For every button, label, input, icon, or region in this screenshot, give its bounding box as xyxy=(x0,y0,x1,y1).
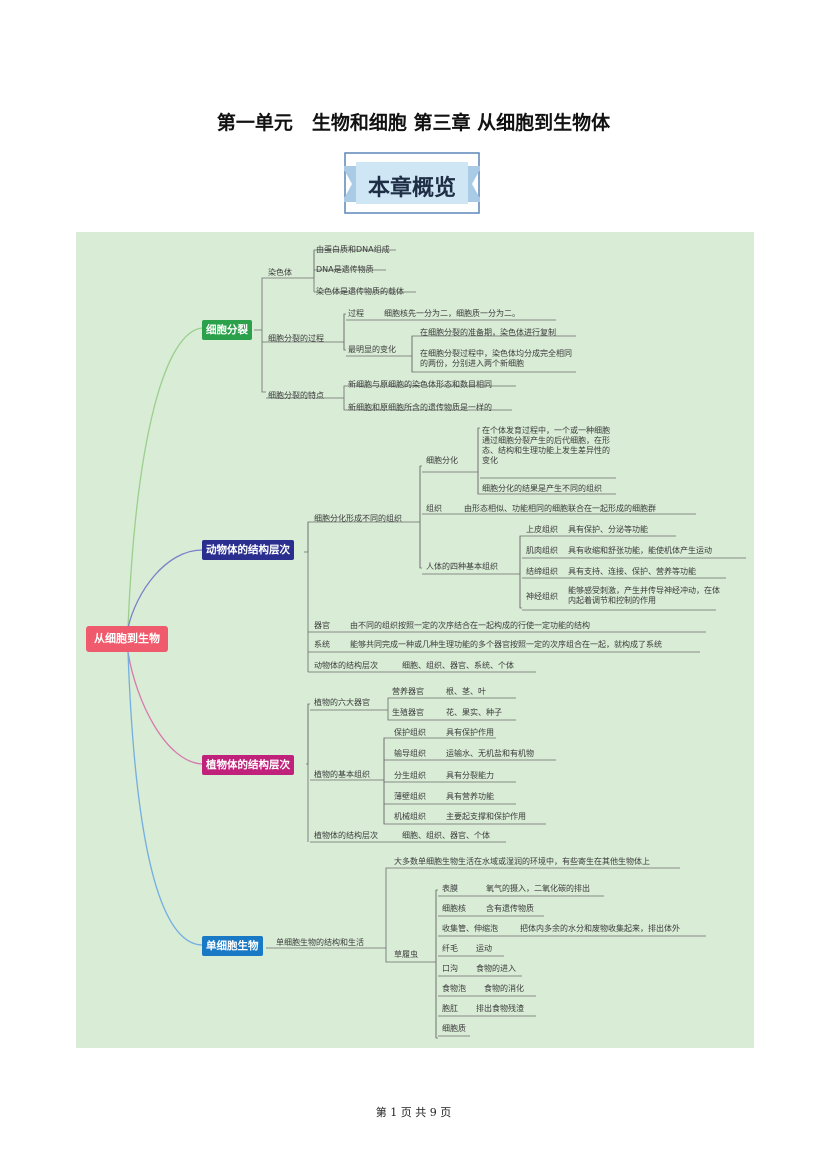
part-name-4: 纤毛 xyxy=(442,944,458,953)
paramecium-label: 草履虫 xyxy=(394,950,418,959)
chromosome-item-2: DNA是遗传物质 xyxy=(316,265,374,274)
chromosome-item-3: 染色体是遗传物质的载体 xyxy=(316,287,404,296)
plant-tissue-desc-1: 具有保护作用 xyxy=(446,728,494,737)
part-name-5: 口沟 xyxy=(442,964,458,973)
banner-title: 本章概览 xyxy=(367,176,456,201)
branch-animal-levels: 动物体的结构层次 xyxy=(202,540,294,560)
single-intro: 大多数单细胞生物生活在水域或湿润的环境中，有些寄生在其他生物体上 xyxy=(394,857,650,866)
change-label: 最明显的变化 xyxy=(348,345,396,354)
basic-tissue-name-3: 结缔组织 xyxy=(526,567,558,576)
plant-tissue-desc-2: 运输水、无机盐和有机物 xyxy=(446,749,534,758)
tissue-text: 由形态相似、功能相同的细胞联合在一起形成的细胞群 xyxy=(464,504,656,513)
mindmap: 从细胞到生物 细胞分裂 染色体 由蛋白质和DNA组成 DNA是遗传物质 染色体是… xyxy=(76,232,754,1048)
plant-tissue-desc-5: 主要起支撑和保护作用 xyxy=(446,812,526,821)
vegetative-label: 营养器官 xyxy=(392,687,424,696)
page-footer: 第 1 页 共 9 页 xyxy=(375,1106,452,1119)
tissue-label: 组织 xyxy=(426,504,442,513)
chromosome-label: 染色体 xyxy=(268,268,292,277)
animal-levels-label: 动物体的结构层次 xyxy=(314,661,378,670)
differentiation-item-1: 在个体发育过程中，一个或一种细胞通过细胞分裂产生的后代细胞，在形态、结构和生理功… xyxy=(482,426,610,465)
basic-tissue-name-1: 上皮组织 xyxy=(526,525,558,534)
part-name-8: 细胞质 xyxy=(442,1024,466,1033)
division-process-label: 细胞分裂的过程 xyxy=(268,334,324,343)
feature-item-1: 新细胞与原细胞的染色体形态和数目相同 xyxy=(348,380,492,389)
plant-tissue-name-4: 薄壁组织 xyxy=(394,792,426,801)
part-desc-4: 运动 xyxy=(476,944,492,953)
differentiation-item-2: 细胞分化的结果是产生不同的组织 xyxy=(482,484,602,493)
process-step-label: 过程 xyxy=(348,309,364,318)
part-name-6: 食物泡 xyxy=(442,984,466,993)
part-desc-2: 含有遗传物质 xyxy=(486,904,534,913)
part-name-3: 收集管、伸缩泡 xyxy=(442,924,498,933)
plant-tissue-name-2: 输导组织 xyxy=(394,749,426,758)
basic-tissue-desc-1: 具有保护、分泌等功能 xyxy=(568,525,648,534)
branch-plant-levels: 植物体的结构层次 xyxy=(202,755,294,775)
vegetative-text: 根、茎、叶 xyxy=(446,687,486,696)
plant-tissue-name-5: 机械组织 xyxy=(394,812,426,821)
feature-item-2: 新细胞和原细胞所含的遗传物质是一样的 xyxy=(348,403,492,412)
part-desc-3: 把体内多余的水分和废物收集起来，排出体外 xyxy=(520,924,680,933)
change-item-1: 在细胞分裂的准备期，染色体进行复制 xyxy=(420,328,556,337)
plant-tissue-desc-3: 具有分裂能力 xyxy=(446,771,494,780)
part-desc-5: 食物的进入 xyxy=(476,964,516,973)
system-label: 系统 xyxy=(314,640,330,649)
branch-cell-division: 细胞分裂 xyxy=(202,320,252,340)
basic-tissue-desc-4: 能够感受刺激，产生并传导神经冲动，在体内起着调节和控制的作用 xyxy=(568,586,720,605)
plant-tissues-label: 植物的基本组织 xyxy=(314,770,370,779)
animal-levels-text: 细胞、组织、器官、系统、个体 xyxy=(402,661,514,670)
part-name-1: 表膜 xyxy=(442,884,458,893)
root-node: 从细胞到生物 xyxy=(86,626,168,652)
plant-levels-text: 细胞、组织、器官、个体 xyxy=(402,831,490,840)
plant-organs-label: 植物的六大器官 xyxy=(314,698,370,707)
differentiation-group-label: 细胞分化形成不同的组织 xyxy=(314,514,402,523)
process-step-text: 细胞核先一分为二，细胞质一分为二。 xyxy=(384,309,520,318)
reproductive-text: 花、果实、种子 xyxy=(446,708,502,717)
basic-tissue-desc-3: 具有支持、连接、保护、营养等功能 xyxy=(568,567,696,576)
basic-tissue-desc-2: 具有收缩和舒张功能，能使机体产生运动 xyxy=(568,546,712,555)
reproductive-label: 生殖器官 xyxy=(392,708,424,717)
differentiation-label: 细胞分化 xyxy=(426,456,458,465)
branch-single-celled: 单细胞生物 xyxy=(202,936,263,956)
division-feature-label: 细胞分裂的特点 xyxy=(268,391,324,400)
plant-levels-label: 植物体的结构层次 xyxy=(314,831,378,840)
basic-tissues-label: 人体的四种基本组织 xyxy=(426,562,498,571)
part-desc-6: 食物的消化 xyxy=(484,984,524,993)
part-name-7: 胞肛 xyxy=(442,1004,458,1013)
basic-tissue-name-2: 肌肉组织 xyxy=(526,546,558,555)
single-life-label: 单细胞生物的结构和生活 xyxy=(276,938,364,947)
part-desc-1: 氧气的摄入，二氧化碳的排出 xyxy=(486,884,590,893)
system-text: 能够共同完成一种或几种生理功能的多个器官按照一定的次序组合在一起，就构成了系统 xyxy=(350,640,662,649)
change-item-2: 在细胞分裂过程中，染色体均分成完全相同的两份，分别进入两个新细胞 xyxy=(420,349,572,368)
plant-tissue-desc-4: 具有营养功能 xyxy=(446,792,494,801)
plant-tissue-name-1: 保护组织 xyxy=(394,728,426,737)
part-name-2: 细胞核 xyxy=(442,904,466,913)
chromosome-item-1: 由蛋白质和DNA组成 xyxy=(316,245,390,254)
organ-text: 由不同的组织按照一定的次序结合在一起构成的行使一定功能的结构 xyxy=(350,621,590,630)
banner-ribbon xyxy=(344,152,480,214)
page-title: 第一单元 生物和细胞 第三章 从细胞到生物体 xyxy=(216,112,611,134)
plant-tissue-name-3: 分生组织 xyxy=(394,771,426,780)
mindmap-connectors xyxy=(127,249,746,1039)
part-desc-7: 排出食物残渣 xyxy=(476,1004,524,1013)
organ-label: 器官 xyxy=(314,621,330,630)
basic-tissue-name-4: 神经组织 xyxy=(526,592,558,601)
